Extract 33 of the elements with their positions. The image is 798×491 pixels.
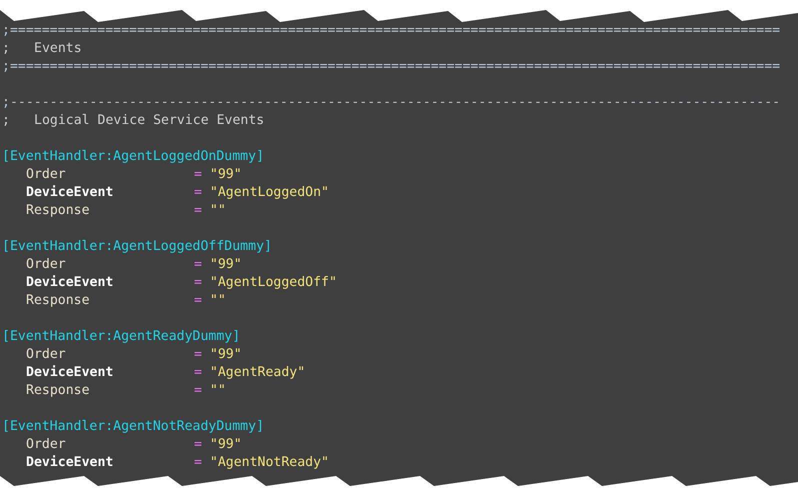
setting-key: Order [26,256,66,274]
setting-value: = "" [194,292,226,310]
setting-value: = "AgentNotReady" [194,454,329,472]
setting-key: Order [26,166,66,184]
setting-key: DeviceEvent [26,454,114,472]
section-header: [EventHandler:AgentReadyDummy] [2,328,240,346]
setting-key: Order [26,346,66,364]
setting-key: DeviceEvent [26,364,114,382]
comment-text: Logical Device Service Events [34,112,264,130]
setting-value: = "AgentLoggedOn" [194,184,329,202]
setting-value: = "" [194,382,226,400]
setting-value: = "AgentReady" [194,364,306,382]
section-header: [EventHandler:AgentLoggedOnDummy] [2,148,264,166]
separator-comment: ;================================================================================================= [2,58,780,76]
setting-key: Response [26,292,90,310]
setting-value: = "99" [194,346,242,364]
setting-value: = "" [194,202,226,220]
section-header: [EventHandler:AgentNotReadyDummy] [2,418,264,436]
setting-key: Order [26,436,66,454]
setting-key: DeviceEvent [26,274,114,292]
setting-value: = "99" [194,436,242,454]
setting-key: Response [26,202,90,220]
setting-key: DeviceEvent [26,184,114,202]
setting-value: = "99" [194,256,242,274]
setting-key: Response [26,382,90,400]
separator-comment: ;================================================================================================= [2,22,780,40]
setting-value: = "AgentLoggedOff" [194,274,337,292]
section-header: [EventHandler:AgentLoggedOffDummy] [2,238,272,256]
comment-text: Events [34,40,82,58]
separator-comment: ;------------------------------------------------------------------------------------------------- [2,94,780,112]
comment-marker: ; [2,112,10,130]
setting-value: = "99" [194,166,242,184]
comment-marker: ; [2,40,10,58]
